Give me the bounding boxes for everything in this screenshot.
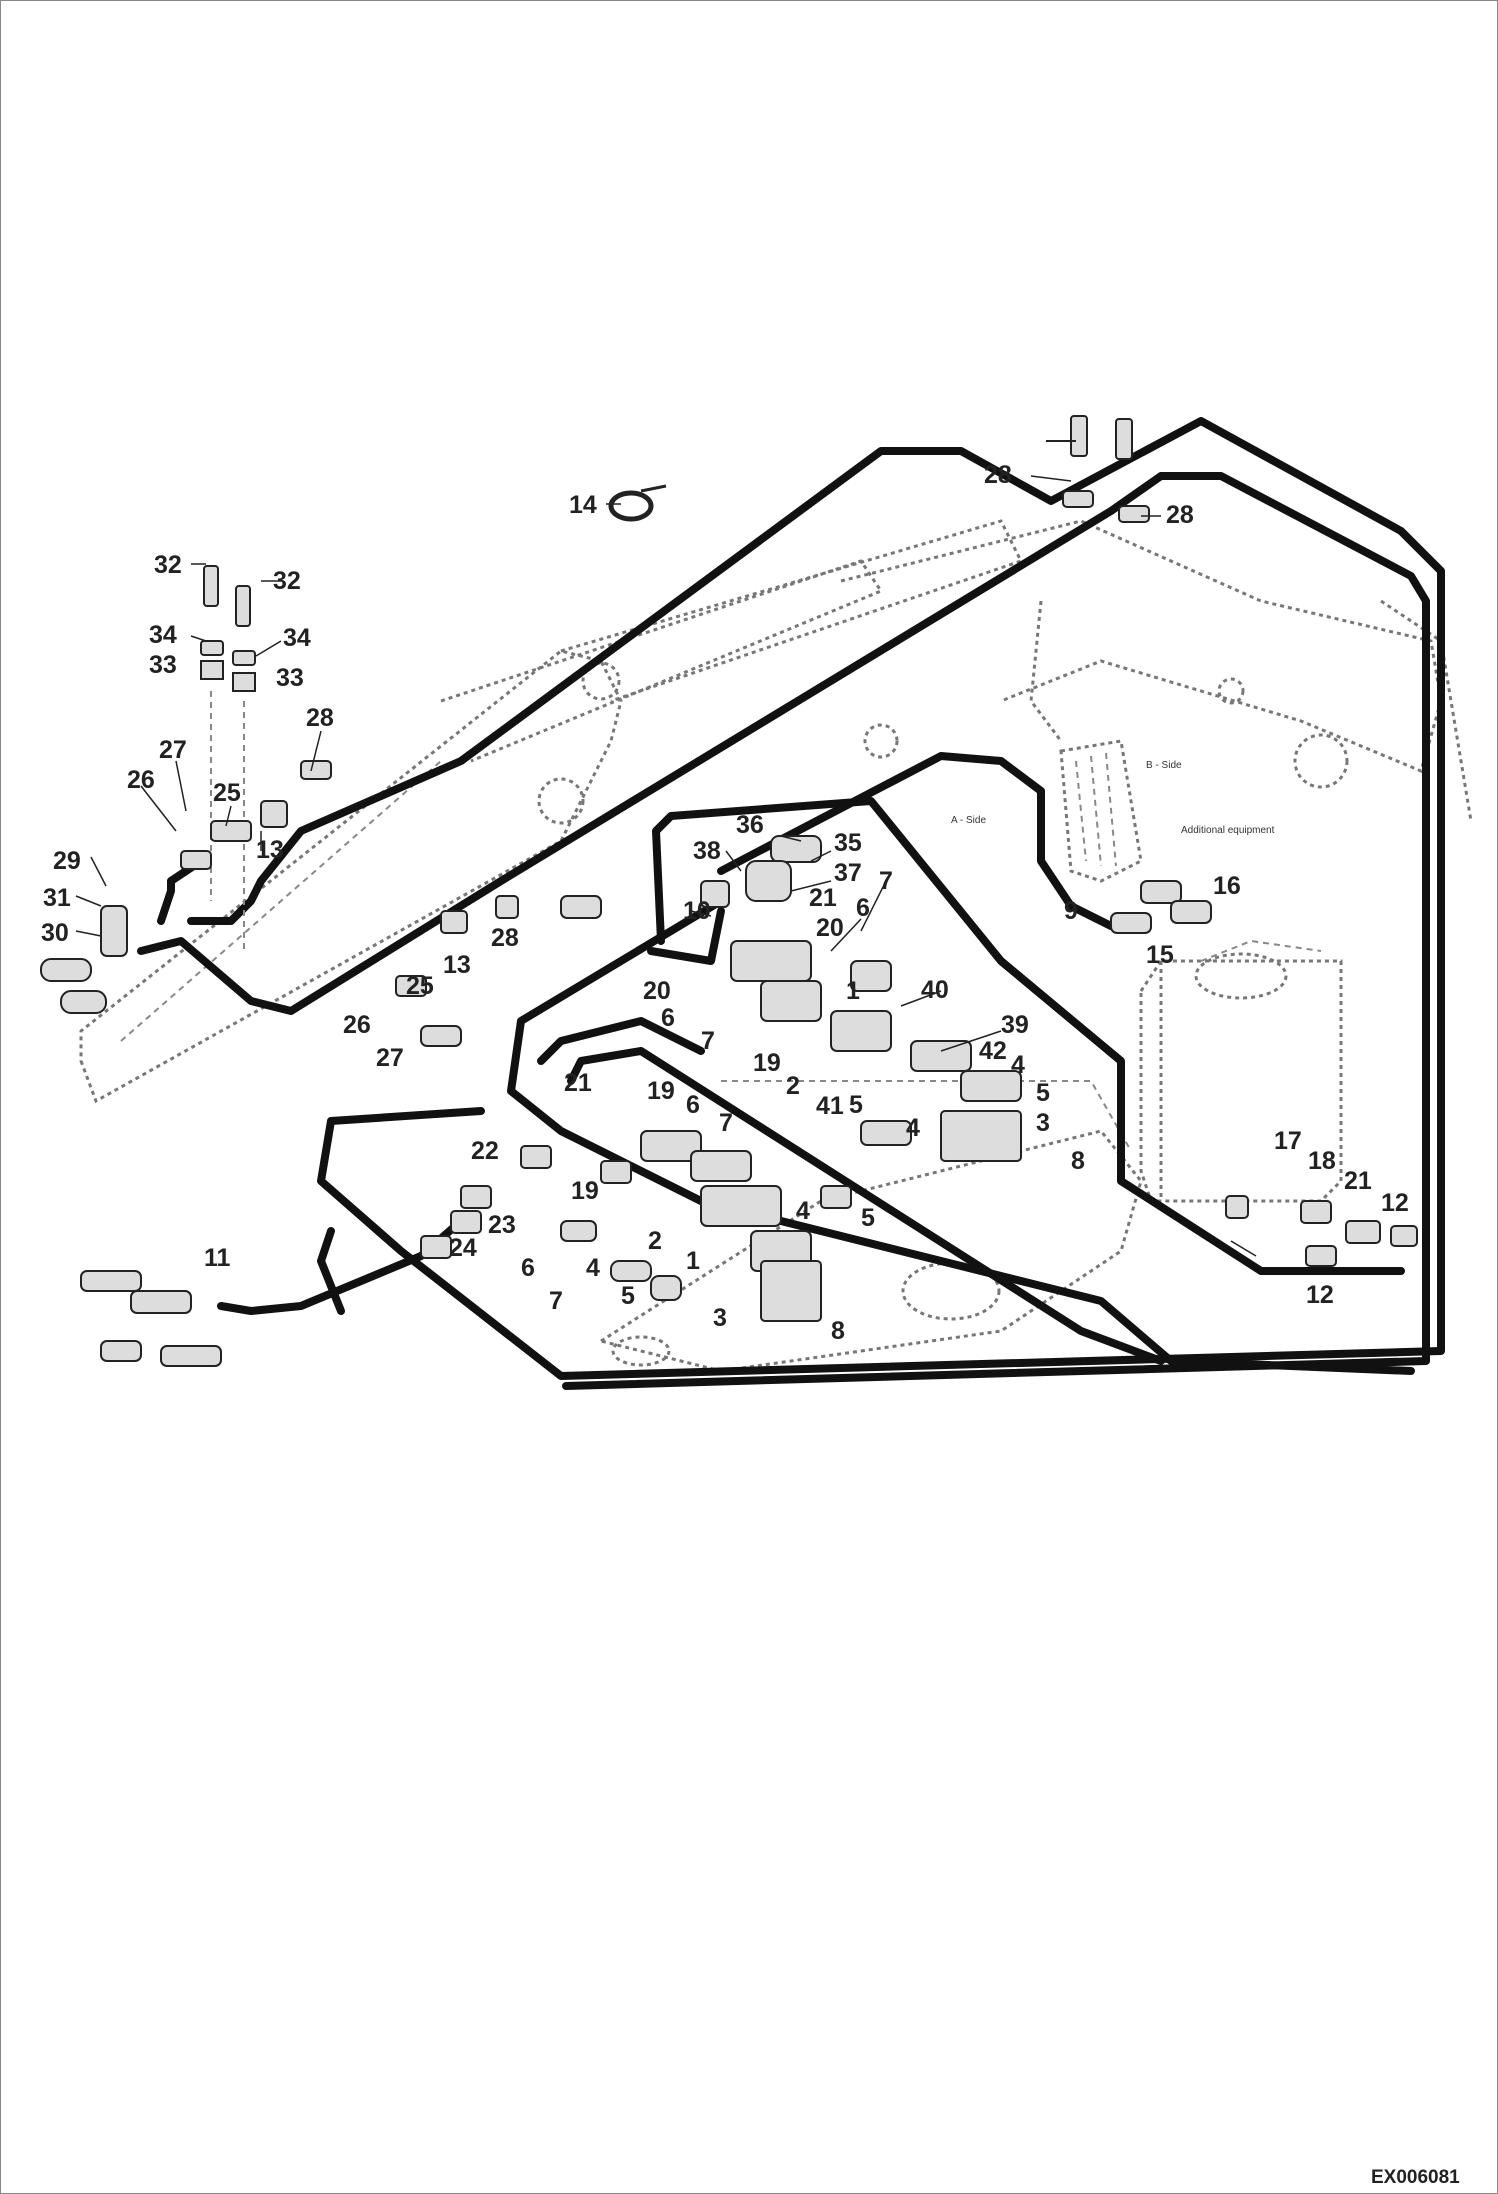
fittings — [40, 760, 1418, 1367]
hydraulic-hoses — [137, 417, 1445, 1390]
callout: 23 — [488, 1211, 516, 1239]
callout: 25 — [406, 972, 434, 1000]
callout: 36 — [736, 811, 764, 839]
callout: 34 — [283, 624, 311, 652]
callout: 33 — [276, 664, 304, 692]
callout: 5 — [861, 1204, 875, 1232]
callout: 21 — [1344, 1167, 1372, 1195]
callout: 2 — [648, 1227, 662, 1255]
callout: 34 — [149, 621, 177, 649]
callout: 38 — [693, 837, 721, 865]
callout: 32 — [154, 551, 182, 579]
callout: 12 — [1381, 1189, 1409, 1217]
callout: 4 — [796, 1197, 810, 1225]
callout: 4 — [906, 1114, 920, 1142]
callout: 6 — [686, 1091, 700, 1119]
parts — [40, 415, 1418, 1367]
callout-labels: 14 28 28 28 28 32 32 34 34 33 33 27 27 2… — [41, 461, 1409, 1345]
callout: 14 — [569, 491, 597, 519]
callout: 22 — [471, 1137, 499, 1165]
clamp-14 — [608, 484, 667, 522]
leader-lines — [75, 475, 1257, 1257]
bolts-32-34-33 — [200, 565, 256, 951]
callout: 5 — [621, 1282, 635, 1310]
callout: 24 — [449, 1234, 477, 1262]
callout: 28 — [491, 924, 519, 952]
callout: 13 — [443, 951, 471, 979]
callout: 20 — [643, 977, 671, 1005]
callout: 40 — [921, 976, 949, 1004]
callout: 20 — [816, 914, 844, 942]
top-bolts-28 — [1046, 415, 1150, 523]
callout: 18 — [1308, 1147, 1336, 1175]
callout: 19 — [753, 1049, 781, 1077]
callout: 30 — [41, 919, 69, 947]
callout: 5 — [1036, 1079, 1050, 1107]
callout: 3 — [713, 1304, 727, 1332]
excavator-outline — [79, 519, 1473, 1373]
callout: 6 — [521, 1254, 535, 1282]
label-b-side: B - Side — [1146, 760, 1182, 771]
callout: 27 — [376, 1044, 404, 1072]
callout: 19 — [647, 1077, 675, 1105]
callout: 10 — [683, 897, 711, 925]
callout: 5 — [849, 1091, 863, 1119]
callout: 9 — [1064, 897, 1078, 925]
label-additional-equipment: Additional equipment — [1181, 825, 1275, 836]
callout: 27 — [159, 736, 187, 764]
callout: 19 — [571, 1177, 599, 1205]
callout: 29 — [53, 847, 81, 875]
callout: 28 — [306, 704, 334, 732]
callout: 7 — [549, 1287, 563, 1315]
drawing-code: EX006081 — [1371, 2167, 1460, 2188]
callout: 12 — [1306, 1281, 1334, 1309]
callout: 32 — [273, 567, 301, 595]
callout: 8 — [1071, 1147, 1085, 1175]
callout: 37 — [834, 859, 862, 887]
callout: 4 — [1011, 1051, 1025, 1079]
callout: 42 — [979, 1037, 1007, 1065]
callout: 4 — [586, 1254, 600, 1282]
callout: 6 — [856, 894, 870, 922]
callout: 17 — [1274, 1127, 1302, 1155]
callout: 35 — [834, 829, 862, 857]
callout: 8 — [831, 1317, 845, 1345]
callout: 13 — [256, 836, 284, 864]
callout: 31 — [43, 884, 71, 912]
callout: 1 — [686, 1247, 700, 1275]
callout: 7 — [701, 1027, 715, 1055]
callout: 3 — [1036, 1109, 1050, 1137]
callout: 41 — [816, 1092, 844, 1120]
callout: 7 — [719, 1109, 733, 1137]
callout: 28 — [1166, 501, 1194, 529]
callout: 2 — [786, 1072, 800, 1100]
label-a-side: A - Side — [951, 815, 986, 826]
callout: 28 — [984, 461, 1012, 489]
callout: 26 — [343, 1011, 371, 1039]
callout: 11 — [204, 1244, 231, 1272]
callout: 16 — [1213, 872, 1241, 900]
callout: 33 — [149, 651, 177, 679]
callout: 25 — [213, 779, 241, 807]
callout: 39 — [1001, 1011, 1029, 1039]
callout: 7 — [879, 867, 893, 895]
callout: 1 — [846, 977, 860, 1005]
callout: 6 — [661, 1004, 675, 1032]
callout: 15 — [1146, 941, 1174, 969]
callout: 26 — [127, 766, 155, 794]
callout: 21 — [809, 884, 837, 912]
callout: 21 — [564, 1069, 592, 1097]
